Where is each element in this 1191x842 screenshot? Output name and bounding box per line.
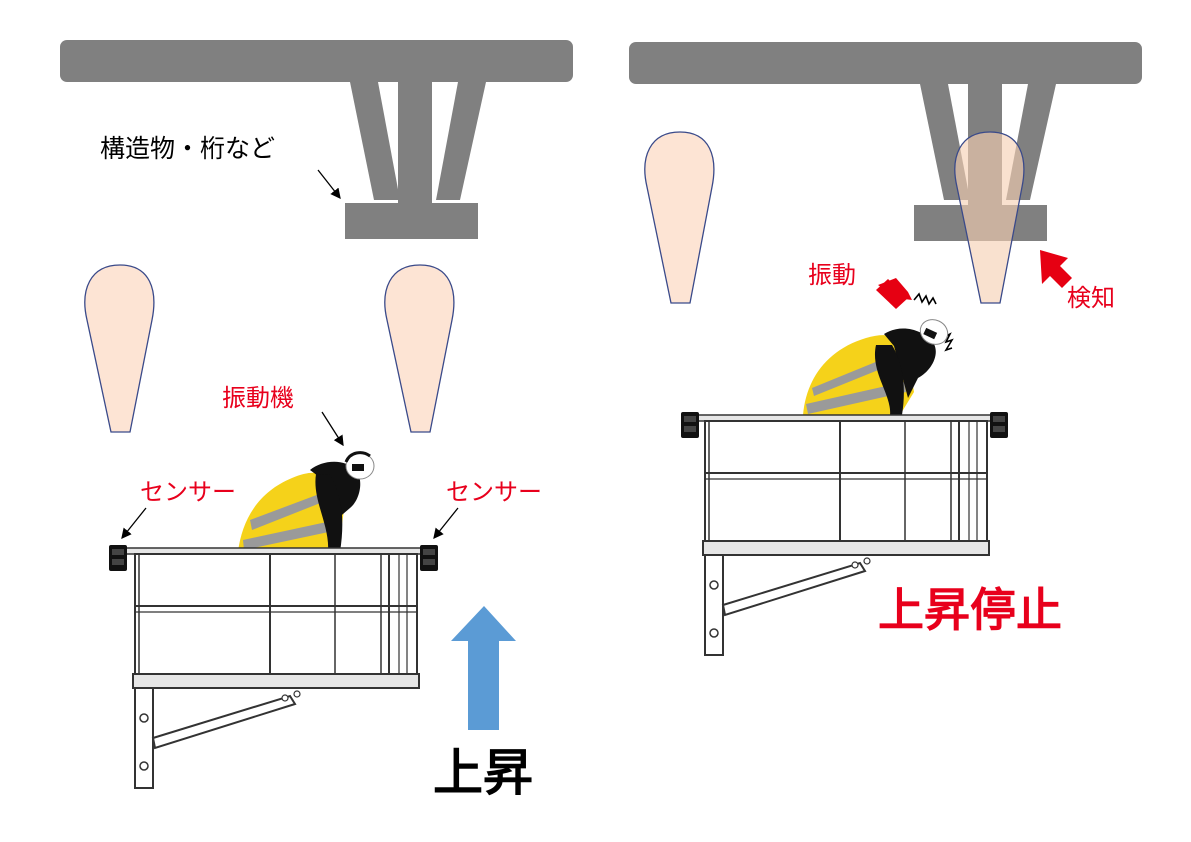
detect-arrow-icon (1040, 250, 1072, 288)
sensor-zone-right (384, 264, 455, 433)
sensor-right-icon (420, 545, 438, 571)
vibration-squiggle-icon (913, 292, 937, 306)
sensor-left-pointer-arrow (121, 507, 147, 540)
action-label: 上昇 (433, 744, 533, 802)
worker-icon (238, 451, 375, 552)
up-arrow-icon (451, 606, 516, 730)
sensor-right-panel-left-icon (681, 412, 699, 438)
structure-pointer-arrow (317, 169, 341, 200)
stop-label: 上昇停止 (878, 583, 1062, 637)
worker-icon-right (803, 319, 949, 415)
girder-left (60, 40, 573, 239)
vibrator-pointer-arrow (321, 411, 344, 447)
sensor-zone-right-panel-left (644, 131, 715, 304)
sensor-right-pointer-arrow (433, 507, 459, 540)
vibration-arrow-icon (876, 278, 912, 309)
sensor-right-panel-right-icon (990, 412, 1008, 438)
structure-label: 構造物・桁など (100, 134, 275, 163)
detect-label: 検知 (1067, 284, 1115, 312)
vibrator-label: 振動機 (222, 384, 294, 412)
vibration-label: 振動 (808, 261, 856, 289)
sensor-left-icon (109, 545, 127, 571)
sensor-zone-detecting (954, 131, 1025, 304)
vibration-squiggle-icon-2 (943, 332, 954, 352)
aerial-basket-left (114, 547, 426, 789)
sensor-right-label: センサー (446, 478, 542, 506)
sensor-left-label: センサー (140, 478, 236, 506)
sensor-zone-left (84, 264, 155, 433)
